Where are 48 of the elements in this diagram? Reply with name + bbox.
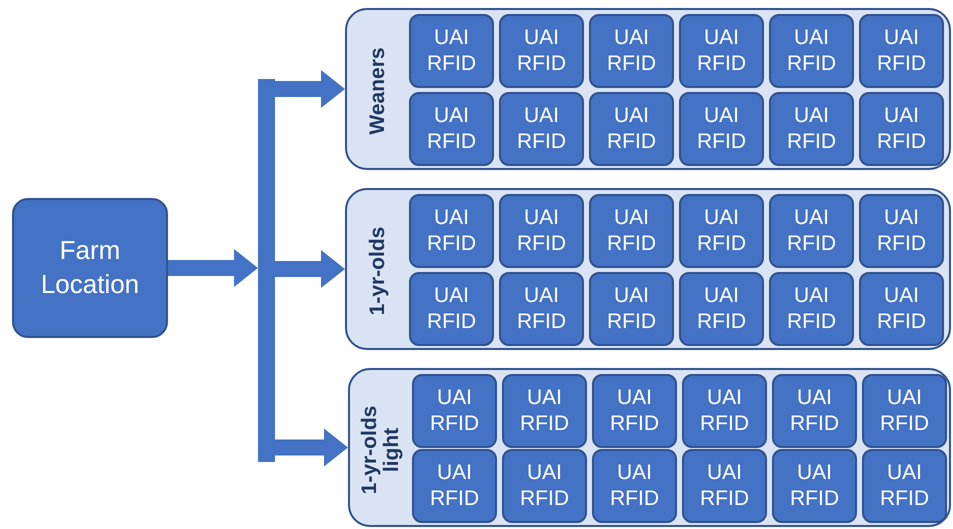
group-panel — [345, 188, 951, 350]
group-panel — [345, 8, 951, 170]
tag-box: UAI RFID — [772, 449, 857, 523]
group-panel — [348, 368, 951, 527]
group-label: Weaners — [366, 46, 390, 137]
tag-box: UAI RFID — [859, 92, 944, 166]
tag-box: UAI RFID — [862, 374, 947, 448]
tag-box: UAI RFID — [592, 374, 677, 448]
tag-box: UAI RFID — [589, 272, 674, 346]
location-box: Farm Location — [12, 198, 168, 338]
tag-box: UAI RFID — [682, 374, 767, 448]
tag-box: UAI RFID — [772, 374, 857, 448]
block-arrow — [275, 250, 345, 288]
tag-box: UAI RFID — [589, 194, 674, 268]
tag-box: UAI RFID — [589, 92, 674, 166]
block-arrow — [275, 428, 348, 466]
bracket-bar — [258, 79, 275, 462]
tag-box: UAI RFID — [769, 272, 854, 346]
block-arrow — [168, 249, 258, 287]
tag-box: UAI RFID — [412, 374, 497, 448]
group-label: 1-yr-olds light — [358, 404, 404, 496]
tag-box: UAI RFID — [592, 449, 677, 523]
tag-box: UAI RFID — [679, 272, 764, 346]
tag-box: UAI RFID — [769, 92, 854, 166]
tag-box: UAI RFID — [409, 92, 494, 166]
tag-box: UAI RFID — [859, 272, 944, 346]
tag-box: UAI RFID — [859, 194, 944, 268]
tag-box: UAI RFID — [409, 272, 494, 346]
tag-box: UAI RFID — [499, 92, 584, 166]
tag-box: UAI RFID — [502, 374, 587, 448]
tag-box: UAI RFID — [679, 14, 764, 88]
tag-box: UAI RFID — [769, 14, 854, 88]
tag-box: UAI RFID — [862, 449, 947, 523]
tag-box: UAI RFID — [679, 92, 764, 166]
tag-box: UAI RFID — [682, 449, 767, 523]
tag-box: UAI RFID — [499, 272, 584, 346]
tag-box: UAI RFID — [499, 14, 584, 88]
tag-box: UAI RFID — [409, 14, 494, 88]
tag-box: UAI RFID — [409, 194, 494, 268]
tag-box: UAI RFID — [502, 449, 587, 523]
tag-box: UAI RFID — [412, 449, 497, 523]
tag-box: UAI RFID — [769, 194, 854, 268]
tag-box: UAI RFID — [679, 194, 764, 268]
tag-box: UAI RFID — [589, 14, 674, 88]
block-arrow — [275, 70, 345, 108]
tag-box: UAI RFID — [499, 194, 584, 268]
tag-box: UAI RFID — [859, 14, 944, 88]
group-label: 1-yr-olds — [366, 226, 390, 318]
